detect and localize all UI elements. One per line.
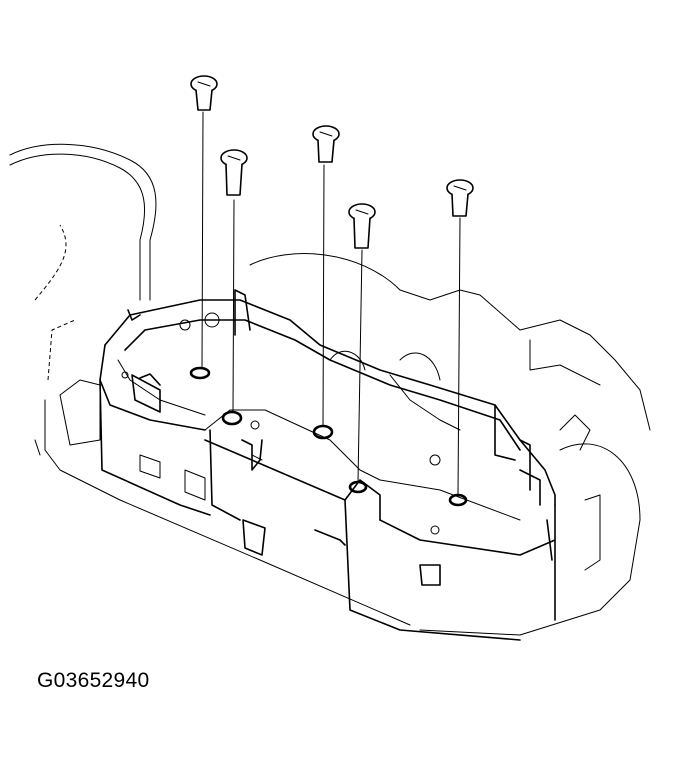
screw-1	[190, 75, 218, 369]
screw-bosses	[189, 366, 468, 507]
boss-1	[189, 366, 211, 380]
figure-code-caption: G03652940	[37, 669, 150, 692]
screw-2	[220, 149, 248, 413]
boss-2	[221, 410, 243, 426]
boss-3	[312, 424, 334, 440]
screw-5	[446, 179, 474, 496]
screw-4	[348, 203, 376, 483]
screw-3	[312, 125, 340, 427]
background-dash-outline	[9, 143, 651, 636]
cluster-housing	[99, 289, 556, 641]
